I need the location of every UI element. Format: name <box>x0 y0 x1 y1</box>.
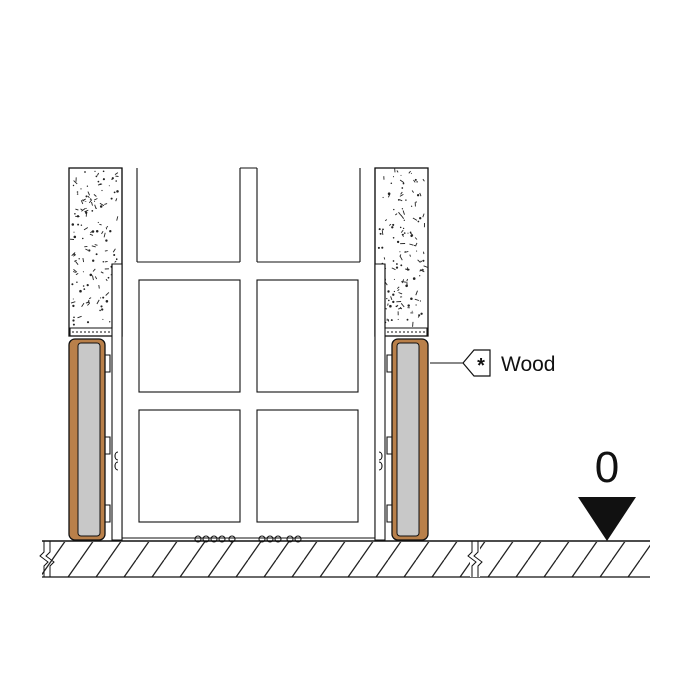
annotation-tag-icon <box>462 349 491 377</box>
pane-bottom-right <box>256 409 359 523</box>
material-annotation: * Wood <box>430 349 555 377</box>
central-frame <box>121 167 376 543</box>
annotation-marker: * <box>477 355 485 377</box>
wood-panel-left <box>68 338 106 541</box>
floor-break-mid <box>467 541 483 577</box>
pane-top-left <box>138 279 241 393</box>
pane-bottom-left <box>138 409 241 523</box>
level-triangle-icon <box>578 497 636 541</box>
annotation-label: Wood <box>501 353 555 376</box>
floor-break-left <box>39 541 55 577</box>
bottom-fixings <box>194 535 302 543</box>
metal-profile-left <box>69 263 123 541</box>
metal-profile-right <box>374 263 428 541</box>
floor-slab <box>39 540 650 578</box>
level-value: 0 <box>595 443 619 492</box>
wood-panel-right <box>391 338 429 541</box>
pane-top-right <box>256 279 359 393</box>
concrete-block-left <box>68 167 123 337</box>
level-marker: 0 <box>578 443 636 541</box>
